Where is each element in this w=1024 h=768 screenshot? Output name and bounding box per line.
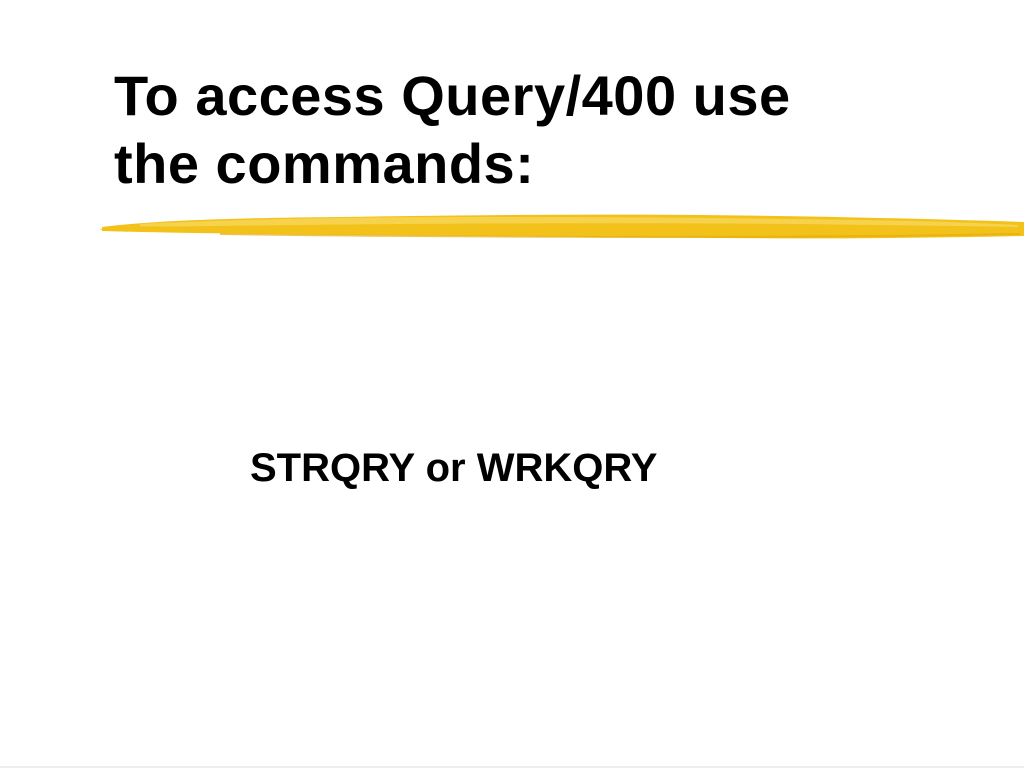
brush-stroke-highlight	[140, 217, 1018, 227]
title-brush-underline	[100, 214, 1024, 239]
slide-title: To access Query/400 use the commands:	[114, 62, 994, 198]
slide-bottom-edge	[0, 766, 1024, 768]
slide-body-commands: STRQRY or WRKQRY	[250, 446, 658, 490]
brush-stroke-wisp	[100, 226, 160, 230]
slide-title-line-2: the commands:	[114, 132, 535, 195]
slide-title-line-1: To access Query/400 use	[114, 64, 791, 127]
brush-stroke-shadow	[220, 233, 1020, 238]
